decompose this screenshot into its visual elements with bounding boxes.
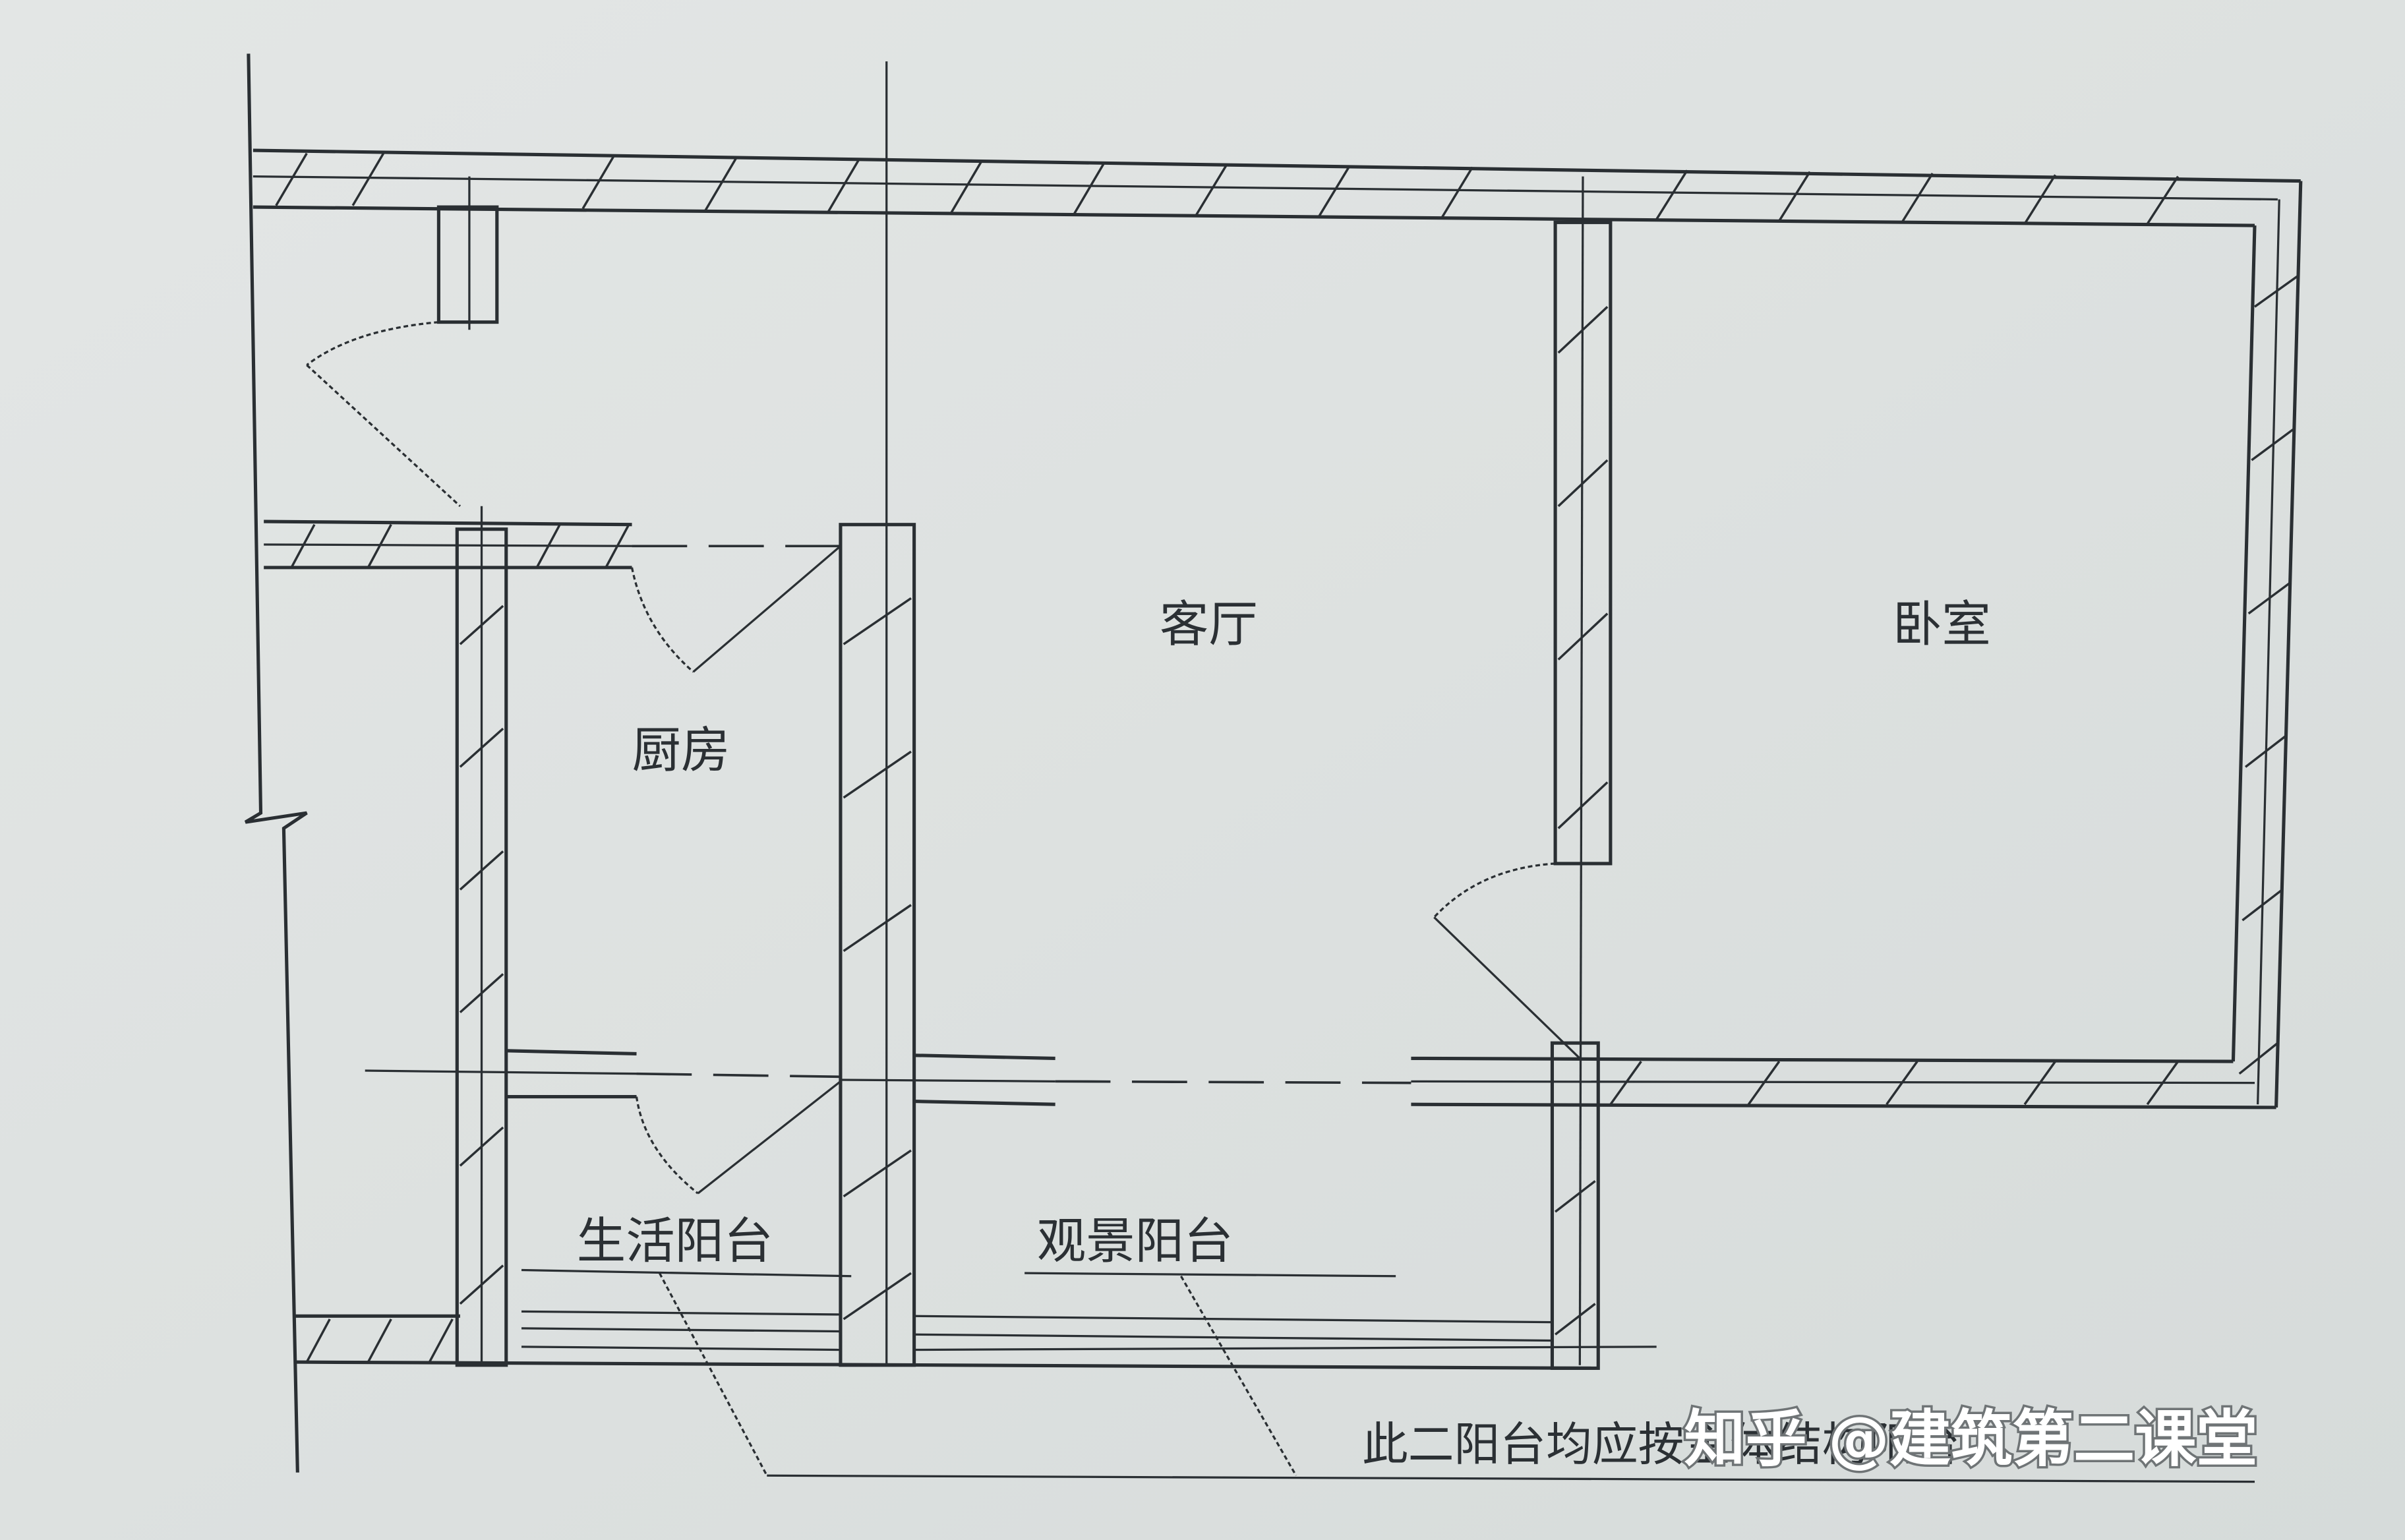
- watermark: 知乎 @建筑第二课堂: [1684, 1404, 2258, 1475]
- kitchen-bottom-wall: [365, 1049, 1411, 1106]
- balcony-door: [635, 1081, 841, 1195]
- room-label-living: 客厅: [1160, 596, 1258, 653]
- kitchen-top-wall: [264, 519, 841, 570]
- kitchen-left-wall: [455, 506, 508, 1367]
- entry-door: [306, 320, 461, 508]
- balcony-note: 此二阳台均应按主体结构阳台: [1362, 1418, 1960, 1471]
- room-label-bedroom: 卧室: [1893, 596, 1991, 653]
- living-bedroom-partition: [1553, 176, 1613, 1365]
- entry-wall-stub: [436, 176, 499, 330]
- kitchen-door: [630, 545, 841, 673]
- room-label-service-balcony: 生活阳台: [577, 1212, 773, 1270]
- room-label-view-balcony: 观景阳台: [1037, 1212, 1233, 1270]
- bedroom-door: [1433, 862, 1581, 1059]
- top-wall: [252, 148, 2301, 227]
- leader-lines: [521, 1268, 2255, 1483]
- bottom-wall: [294, 1310, 1657, 1370]
- left-break-line: [244, 53, 308, 1473]
- room-label-kitchen: 厨房: [632, 721, 730, 779]
- right-wall: [2231, 181, 2303, 1108]
